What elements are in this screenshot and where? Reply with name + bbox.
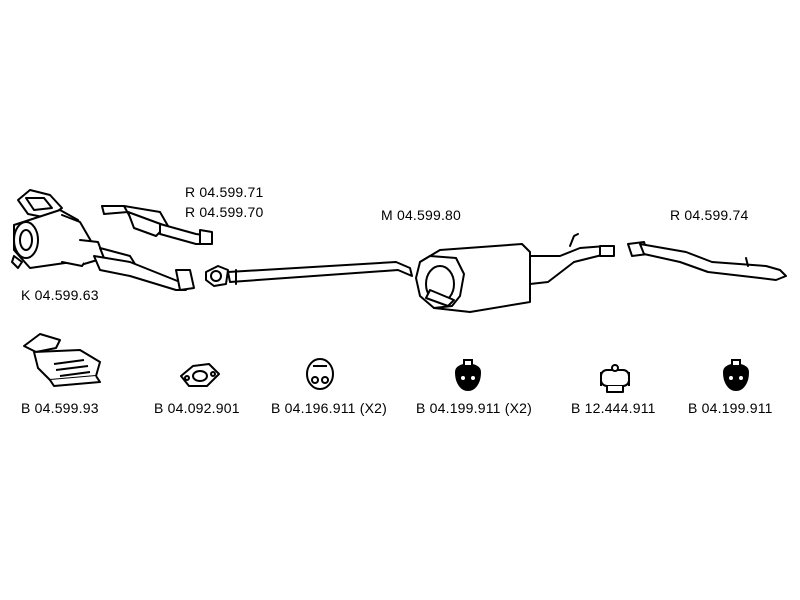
- label-r-04-599-71: R 04.599.71: [185, 184, 264, 200]
- label-r-04-599-70: R 04.599.70: [185, 204, 264, 220]
- label-b-04-092-901: B 04.092.901: [154, 400, 240, 416]
- rubber-hanger-199-icon: [722, 359, 750, 392]
- label-m-04-599-80: M 04.599.80: [381, 207, 462, 223]
- label-b-12-444-911: B 12.444.911: [571, 400, 656, 416]
- middle-pipe: [205, 261, 413, 287]
- heat-shield-part-icon: [23, 333, 101, 387]
- rubber-hanger-199-x2-icon: [454, 359, 482, 392]
- tail-pipe-r74: [627, 241, 787, 281]
- label-b-04-199-911-x2: B 04.199.911 (X2): [416, 400, 532, 416]
- label-r-04-599-74: R 04.599.74: [670, 207, 749, 223]
- catalyst-k-assembly: [11, 189, 195, 291]
- label-k-04-599-63: K 04.599.63: [21, 287, 99, 303]
- gasket-part-icon: [180, 363, 220, 387]
- front-pipe-r71-r70: [101, 205, 213, 245]
- rubber-mount-196-icon: [306, 358, 334, 390]
- muffler-m80: [415, 233, 615, 313]
- label-b-04-196-911-x2: B 04.196.911 (X2): [271, 400, 387, 416]
- label-b-04-599-93: B 04.599.93: [21, 400, 99, 416]
- clamp-part-icon: [600, 364, 630, 393]
- label-b-04-199-911: B 04.199.911: [688, 400, 773, 416]
